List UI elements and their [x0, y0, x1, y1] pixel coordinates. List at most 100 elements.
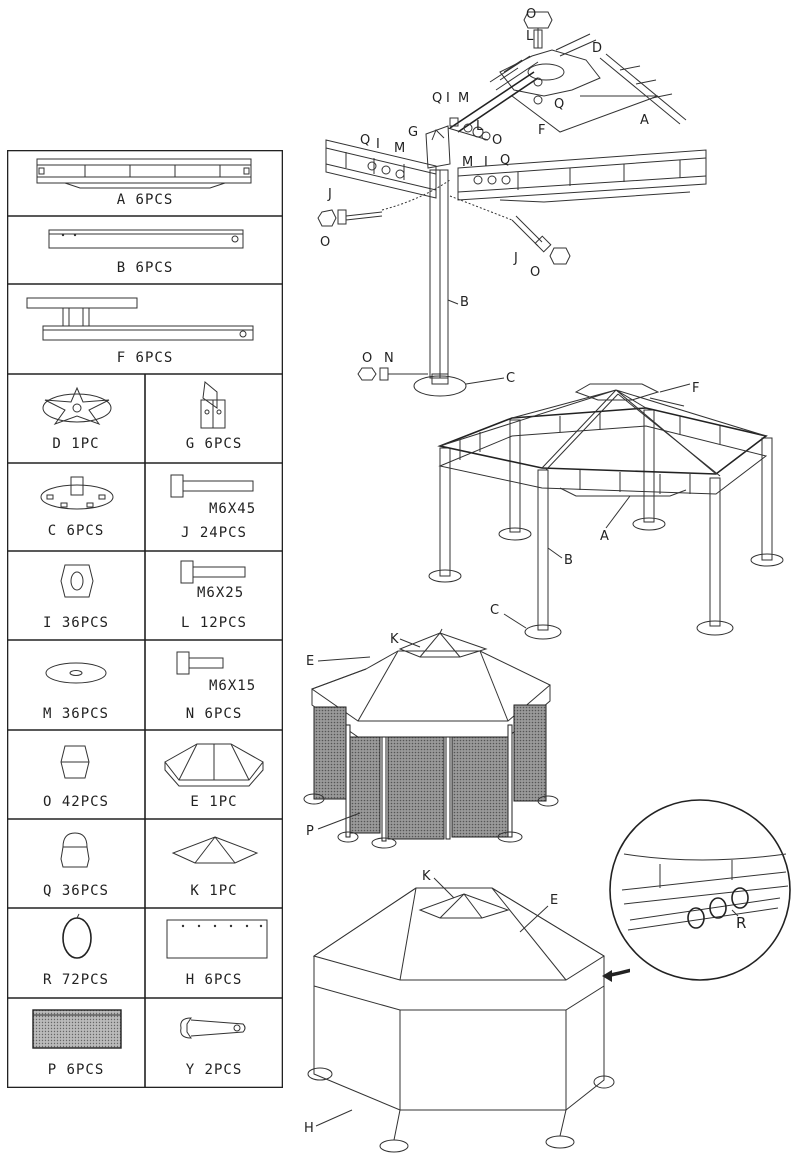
- part-o-cell: O 42PCS: [7, 730, 145, 819]
- callout-i-left: I: [376, 137, 380, 152]
- bracket-g-drawing: [200, 381, 226, 429]
- wall-h-right: [565, 986, 605, 1112]
- callout-b-frame: B: [564, 553, 573, 568]
- hub-d: [499, 49, 601, 97]
- wall-h-drawing: [166, 919, 268, 959]
- callout-e-netting: E: [306, 654, 314, 669]
- corner-assembly-diagram: O L D Q F A Q I M L O G Q I M M I Q J O …: [317, 7, 707, 397]
- wall-h-left: [313, 986, 401, 1111]
- part-k-label: K 1PC: [190, 883, 238, 899]
- callout-g: G: [408, 125, 418, 140]
- nut-i-drawing: [60, 564, 94, 598]
- ring-detail-inset: R: [609, 799, 791, 981]
- parts-list: A 6PCS B 6PCS F 6PCS D 1PC: [7, 150, 283, 1088]
- callout-c-base: C: [506, 371, 515, 386]
- part-r-label: R 72PCS: [42, 972, 109, 988]
- canopy-e: [310, 650, 551, 722]
- left-rail-a: [325, 139, 437, 199]
- callout-o-top: O: [526, 7, 536, 22]
- callout-m-right: M: [462, 155, 473, 170]
- post-b: [429, 169, 449, 379]
- part-n-label: N 6PCS: [185, 706, 243, 722]
- part-b-cell: B 6PCS: [7, 216, 283, 284]
- canopy-wall-diagram: K E H: [304, 869, 630, 1153]
- part-p-label: P 6PCS: [47, 1062, 105, 1078]
- part-g-cell: G 6PCS: [145, 374, 283, 463]
- part-q-label: Q 36PCS: [42, 883, 109, 899]
- part-i-cell: I 36PCS: [7, 551, 145, 640]
- part-y-label: Y 2PCS: [185, 1062, 243, 1078]
- callout-o-bottom: O: [362, 351, 372, 366]
- callout-k-netting: K: [390, 632, 399, 647]
- part-h-cell: H 6PCS: [145, 908, 283, 998]
- canopy-netting-diagram: K E P: [303, 628, 559, 849]
- callout-l-top: L: [526, 29, 534, 44]
- callout-i-right: I: [484, 155, 488, 170]
- brace-f-drawing: [26, 297, 254, 341]
- part-o-label: O 42PCS: [42, 794, 109, 810]
- callout-f-top: F: [538, 123, 545, 138]
- callout-q-top: Q: [554, 97, 564, 112]
- callout-j-right: J: [513, 251, 518, 266]
- bolt-n-drawing: [176, 651, 224, 675]
- detail-arrow: [605, 968, 630, 978]
- part-c-label: C 6PCS: [47, 523, 105, 539]
- callout-k-walls: K: [422, 869, 431, 884]
- part-b-label: B 6PCS: [116, 260, 174, 276]
- washer-m-drawing: [45, 662, 107, 684]
- canopy-e-drawing: [164, 743, 264, 787]
- callout-q-left: Q: [360, 133, 370, 148]
- part-j-cell: M6X45 J 24PCS: [145, 463, 283, 551]
- part-n-spec: M6X15: [209, 678, 257, 694]
- hub-nut-o: [523, 11, 553, 29]
- part-j-label: J 24PCS: [180, 525, 247, 541]
- callout-m-left: M: [394, 141, 405, 156]
- part-p-cell: P 6PCS: [7, 998, 145, 1088]
- callout-n: N: [384, 351, 394, 366]
- top-cap-k-drawing: [171, 836, 259, 864]
- callout-d: D: [592, 41, 602, 56]
- callout-j-left: J: [327, 187, 332, 202]
- nut-o-drawing: [60, 745, 90, 779]
- right-rail-a: [457, 149, 707, 201]
- part-n-cell: M6X15 N 6PCS: [145, 640, 283, 730]
- parts-grid: [7, 150, 283, 1088]
- part-m-cell: M 36PCS: [7, 640, 145, 730]
- part-a-cell: A 6PCS: [7, 150, 283, 216]
- bolt-l-drawing: [180, 560, 246, 584]
- frame-assembly-diagram: F A B C: [428, 381, 784, 640]
- part-a-label: A 6PCS: [116, 192, 174, 208]
- part-y-cell: Y 2PCS: [145, 998, 283, 1088]
- capnut-q-drawing: [60, 832, 90, 868]
- callout-o-mid: O: [492, 133, 502, 148]
- wall-h-front: [399, 1010, 567, 1111]
- part-h-label: H 6PCS: [185, 972, 243, 988]
- part-e-cell: E 1PC: [145, 730, 283, 819]
- callout-q-upper: Q: [432, 91, 442, 106]
- part-e-label: E 1PC: [190, 794, 238, 810]
- ring-r-drawing: [62, 913, 92, 959]
- callout-o-left: O: [320, 235, 330, 250]
- callout-p-netting: P: [306, 824, 314, 839]
- netting-p-drawing: [32, 1009, 122, 1049]
- callout-q-right: Q: [500, 153, 510, 168]
- bracket-g: [425, 125, 451, 169]
- rail-a-drawing: [36, 158, 252, 189]
- part-j-spec: M6X45: [209, 501, 257, 517]
- part-f-label: F 6PCS: [116, 350, 174, 366]
- part-d-cell: D 1PC: [7, 374, 145, 463]
- top-cap-k: [398, 632, 488, 658]
- part-g-label: G 6PCS: [185, 436, 243, 452]
- callout-m-upper: M: [458, 91, 469, 106]
- bolt-j-drawing: [170, 474, 254, 498]
- callout-e-walls: E: [550, 893, 558, 908]
- callout-o-right: O: [530, 265, 540, 280]
- part-r-cell: R 72PCS: [7, 908, 145, 998]
- top-cap-k-walls: [418, 893, 510, 919]
- callout-a-frame: A: [600, 529, 609, 544]
- part-k-cell: K 1PC: [145, 819, 283, 908]
- wrench-y-drawing: [180, 1017, 246, 1039]
- callout-b-post: B: [460, 295, 469, 310]
- callout-a-top: A: [640, 113, 649, 128]
- foot-c-drawing: [40, 476, 114, 510]
